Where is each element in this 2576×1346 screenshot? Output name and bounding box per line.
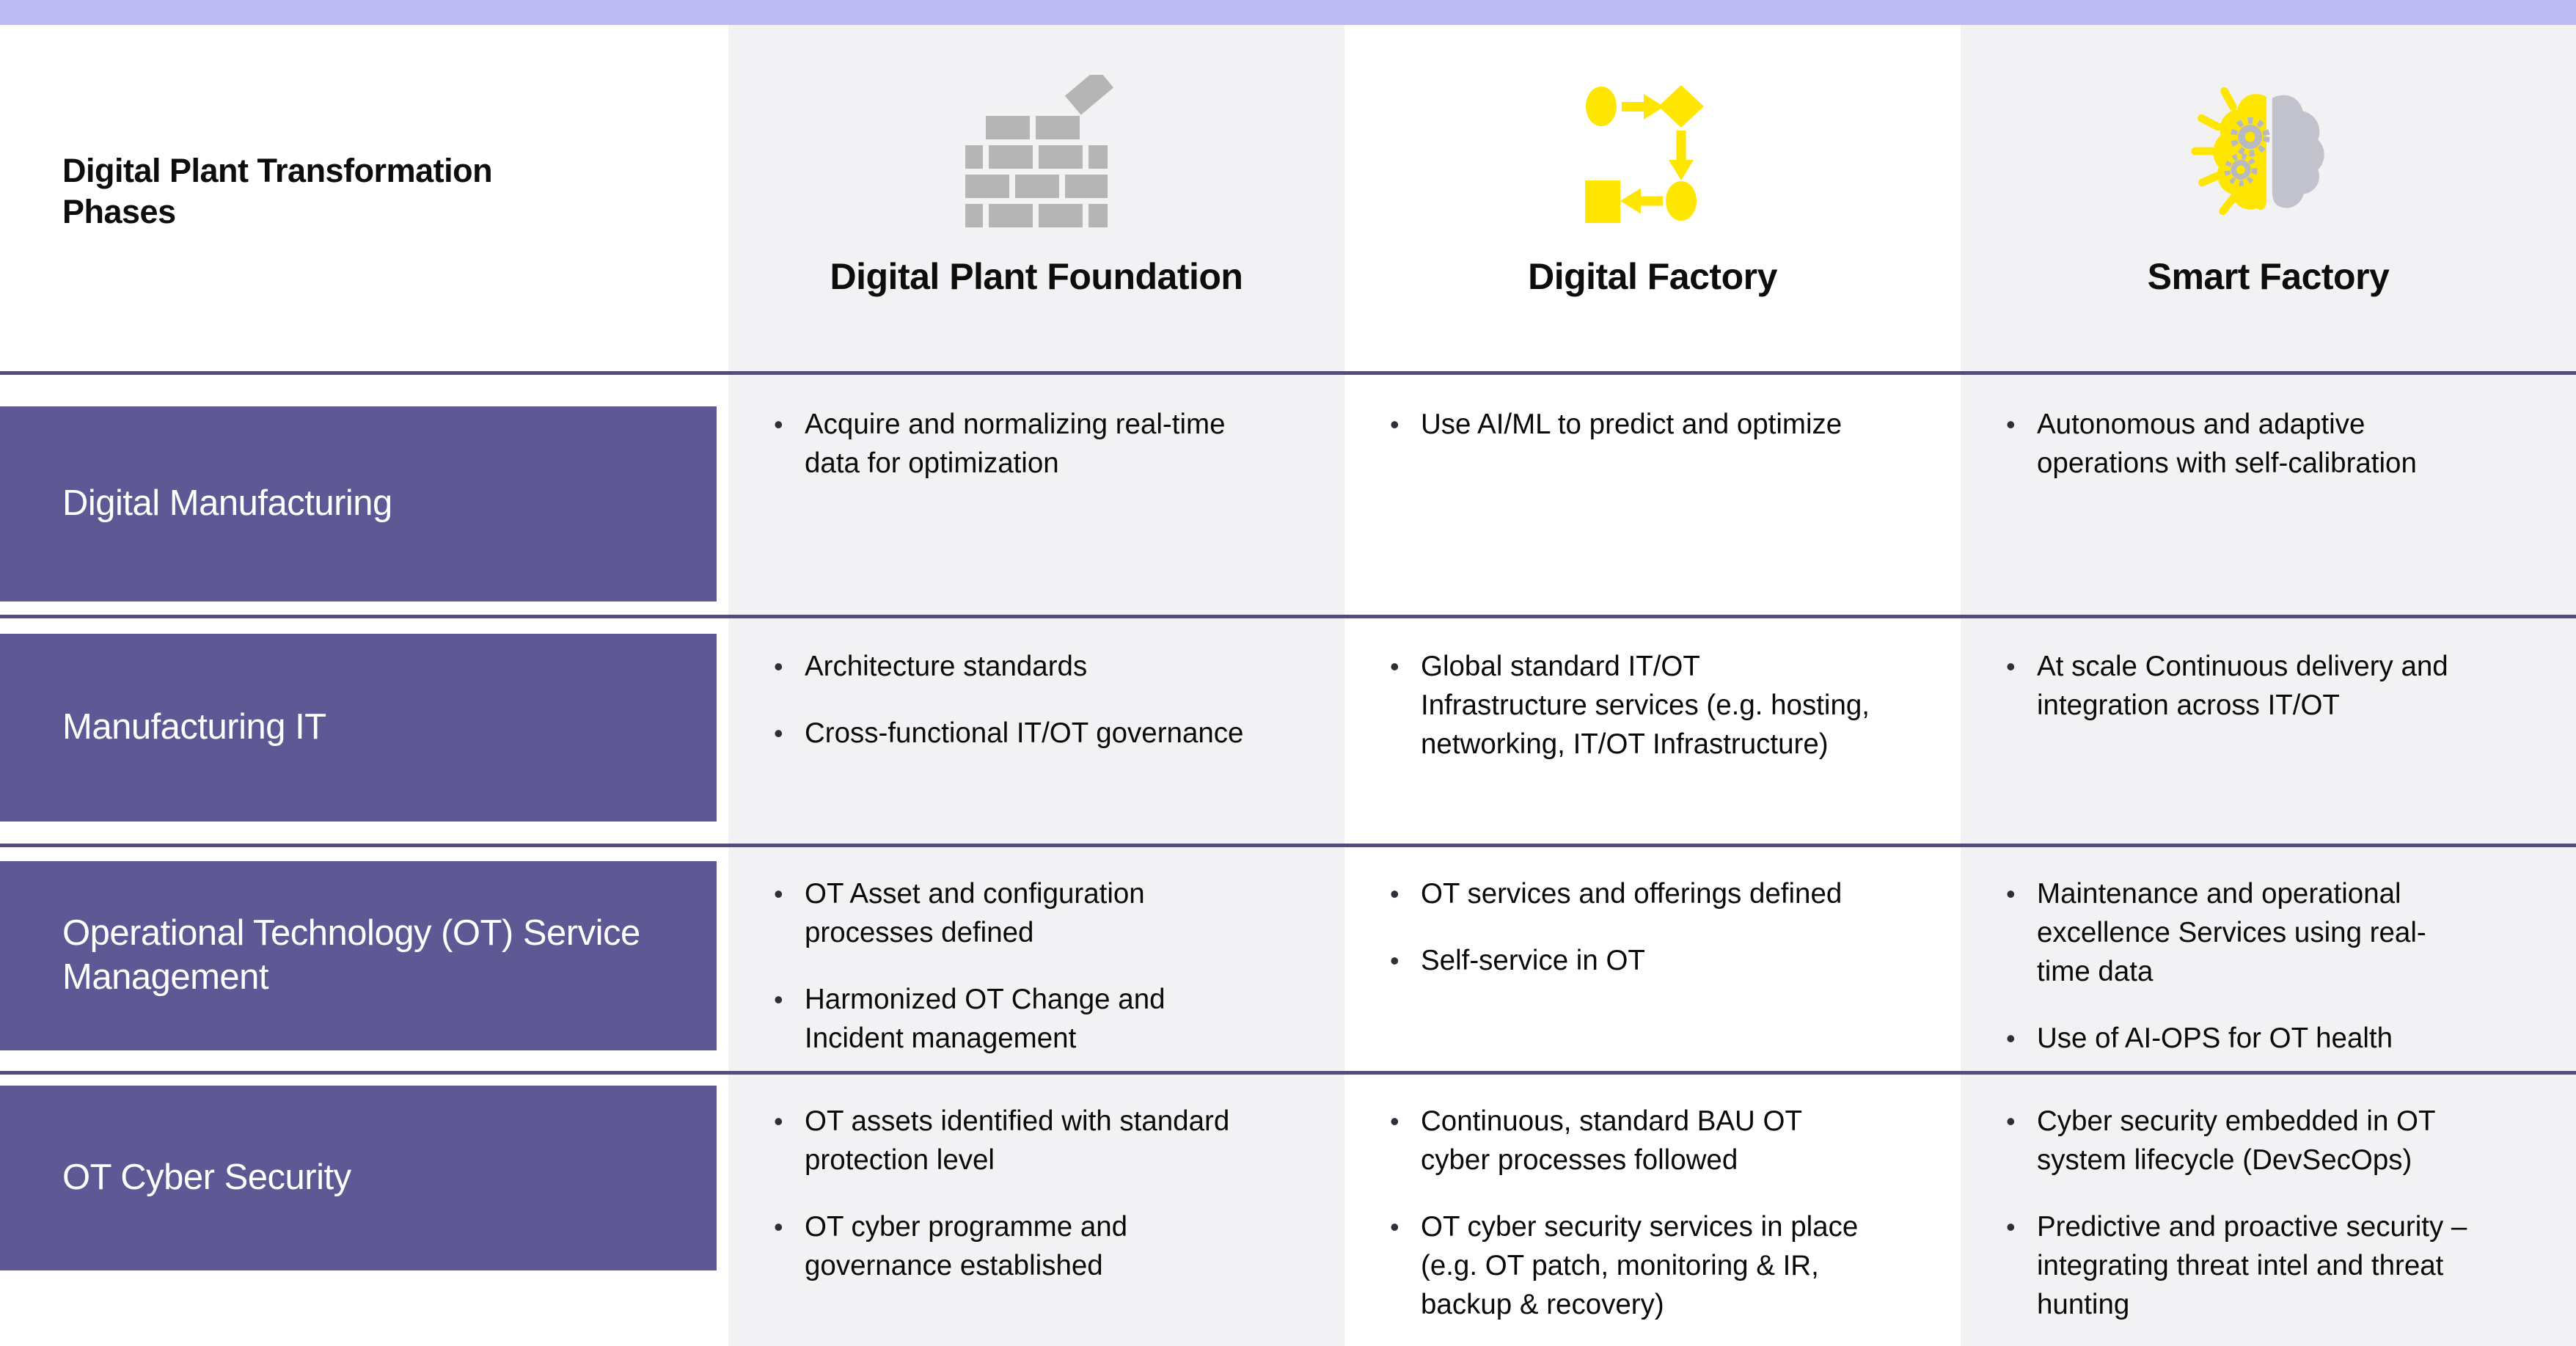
cell-digital-manufacturing-digital-factory: Use AI/ML to predict and optimize: [1386, 405, 1873, 444]
bullet-item: OT cyber programme and governance establ…: [769, 1207, 1254, 1285]
bullet-item: At scale Continuous delivery and integra…: [2002, 647, 2474, 725]
bullet-item: Continuous, standard BAU OT cyber proces…: [1386, 1102, 1873, 1179]
row-divider: [0, 1071, 2576, 1075]
column-header-digital-plant-foundation: Digital Plant Foundation: [830, 256, 1243, 297]
bullet-item: Acquire and normalizing real-time data f…: [769, 405, 1254, 483]
bullet-item: Cyber security embedded in OT system lif…: [2002, 1102, 2474, 1179]
cell-digital-manufacturing-smart-factory: Autonomous and adaptive operations with …: [2002, 405, 2474, 483]
brain-gears-icon: [2186, 75, 2350, 229]
bullet-item: Predictive and proactive security – inte…: [2002, 1207, 2474, 1324]
bullet-item: Maintenance and operational excellence S…: [2002, 874, 2474, 991]
cell-ot-cyber-foundation: OT assets identified with standard prote…: [769, 1102, 1254, 1285]
bullet-item: Harmonized OT Change and Incident manage…: [769, 980, 1254, 1058]
bullet-item: Global standard IT/OT Infrastructure ser…: [1386, 647, 1873, 764]
bullet-item: Self-service in OT: [1386, 941, 1873, 980]
column-header-smart-factory: Smart Factory: [2147, 256, 2390, 297]
cell-ot-service-mgmt-smart-factory: Maintenance and operational excellence S…: [2002, 874, 2474, 1058]
bullet-item: Architecture standards: [769, 647, 1254, 686]
bullet-item: OT Asset and configuration processes def…: [769, 874, 1254, 952]
row-divider: [0, 844, 2576, 847]
cell-ot-service-mgmt-foundation: OT Asset and configuration processes def…: [769, 874, 1254, 1058]
cell-ot-cyber-smart-factory: Cyber security embedded in OT system lif…: [2002, 1102, 2474, 1324]
row-header-label: Manufacturing IT: [62, 707, 326, 747]
bullet-item: OT assets identified with standard prote…: [769, 1102, 1254, 1179]
row-header-manufacturing-it: Manufacturing IT: [0, 634, 717, 822]
bullet-item: Cross-functional IT/OT governance: [769, 714, 1254, 753]
cell-manufacturing-it-foundation: Architecture standards Cross-functional …: [769, 647, 1254, 753]
row-divider: [0, 371, 2576, 375]
cell-digital-manufacturing-foundation: Acquire and normalizing real-time data f…: [769, 405, 1254, 483]
bullet-item: OT cyber security services in place (e.g…: [1386, 1207, 1873, 1324]
cell-manufacturing-it-smart-factory: At scale Continuous delivery and integra…: [2002, 647, 2474, 725]
bullet-item: Use AI/ML to predict and optimize: [1386, 405, 1873, 444]
row-header-label: Operational Technology (OT) Service Mana…: [62, 913, 640, 997]
cell-manufacturing-it-digital-factory: Global standard IT/OT Infrastructure ser…: [1386, 647, 1873, 764]
cell-ot-cyber-digital-factory: Continuous, standard BAU OT cyber proces…: [1386, 1102, 1873, 1324]
row-divider: [0, 615, 2576, 618]
row-header-digital-manufacturing: Digital Manufacturing: [0, 406, 717, 601]
top-accent-bar: [0, 0, 2576, 25]
bullet-item: Use of AI-OPS for OT health: [2002, 1019, 2474, 1058]
row-header-ot-cyber-security: OT Cyber Security: [0, 1086, 717, 1270]
page-title: Digital Plant Transformation Phases: [62, 152, 493, 230]
row-header-ot-service-management: Operational Technology (OT) Service Mana…: [0, 861, 717, 1050]
bullet-item: Autonomous and adaptive operations with …: [2002, 405, 2474, 483]
brick-wall-icon: [959, 73, 1113, 231]
row-header-label: OT Cyber Security: [62, 1157, 351, 1198]
column-header-digital-factory: Digital Factory: [1528, 256, 1777, 297]
bullet-item: OT services and offerings defined: [1386, 874, 1873, 913]
process-flowchart-icon: [1579, 82, 1726, 229]
row-header-label: Digital Manufacturing: [62, 483, 392, 524]
cell-ot-service-mgmt-digital-factory: OT services and offerings defined Self-s…: [1386, 874, 1873, 980]
